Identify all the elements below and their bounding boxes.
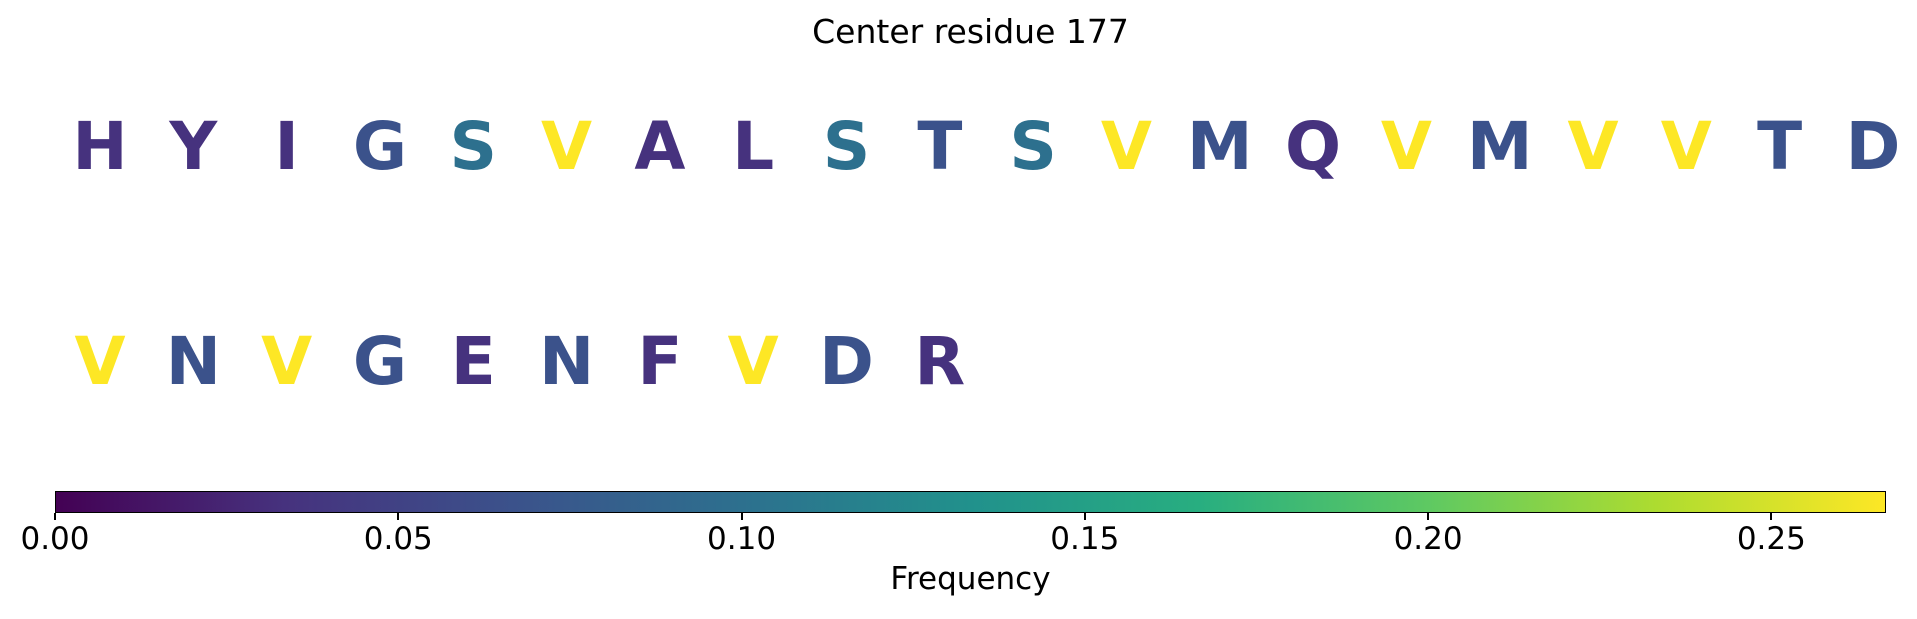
colorbar-tick-label-0.05: 0.05 <box>363 521 433 557</box>
residue-letter-G-row2-pos4: G <box>352 323 408 400</box>
residue-letter-V-row1-pos12: V <box>1100 108 1152 185</box>
residue-letter-A-row1-pos7: A <box>634 108 686 185</box>
residue-letter-V-row1-pos6: V <box>541 108 593 185</box>
residue-letter-V-row1-pos17: V <box>1567 108 1619 185</box>
colorbar-tick-0.00 <box>54 513 56 520</box>
chart-title: Center residue 177 <box>812 12 1129 51</box>
residue-letter-H-row1-pos1: H <box>72 108 128 185</box>
residue-letter-T-row1-pos10: T <box>917 108 963 185</box>
residue-letter-V-row1-pos15: V <box>1380 108 1432 185</box>
colorbar-tick-0.25 <box>1770 513 1773 520</box>
colorbar-tick-label-0.25: 0.25 <box>1736 521 1806 557</box>
colorbar-tick-0.05 <box>397 513 400 520</box>
colorbar-tick-0.15 <box>1083 513 1086 520</box>
residue-letter-M-row1-pos13: M <box>1186 108 1253 185</box>
residue-letter-V-row2-pos1: V <box>74 323 126 400</box>
residue-letter-S-row1-pos9: S <box>822 108 871 185</box>
residue-letter-T-row1-pos19: T <box>1757 108 1803 185</box>
residue-letter-V-row1-pos18: V <box>1660 108 1712 185</box>
residue-letter-G-row1-pos4: G <box>352 108 408 185</box>
residue-letter-Q-row1-pos14: Q <box>1285 108 1342 185</box>
residue-letter-E-row2-pos5: E <box>450 323 496 400</box>
colorbar-tick-0.20 <box>1427 513 1430 520</box>
residue-letter-L-row1-pos8: L <box>732 108 775 185</box>
residue-letter-N-row2-pos2: N <box>165 323 221 400</box>
colorbar-tick-label-0.20: 0.20 <box>1393 521 1463 557</box>
colorbar-tick-label-0.15: 0.15 <box>1050 521 1120 557</box>
residue-letter-V-row2-pos3: V <box>261 323 313 400</box>
residue-letter-D-row1-pos20: D <box>1845 108 1901 185</box>
colorbar-gradient <box>55 491 1886 513</box>
colorbar-tick-label-0.00: 0.00 <box>20 521 90 557</box>
residue-letter-Y-row1-pos2: Y <box>169 108 218 185</box>
residue-letter-S-row1-pos11: S <box>1009 108 1057 185</box>
residue-letter-R-row2-pos10: R <box>914 323 966 400</box>
colorbar-axis-label: Frequency <box>890 561 1051 597</box>
residue-letter-S-row1-pos5: S <box>449 108 498 185</box>
residue-letter-F-row2-pos7: F <box>637 323 683 400</box>
residue-letter-M-row1-pos16: M <box>1466 108 1533 185</box>
residue-letter-D-row2-pos9: D <box>819 323 874 400</box>
colorbar-tick-label-0.10: 0.10 <box>707 521 777 557</box>
residue-letter-N-row2-pos6: N <box>538 323 595 400</box>
residue-letter-I-row1-pos3: I <box>274 108 299 185</box>
residue-letter-V-row2-pos8: V <box>727 323 779 400</box>
colorbar-tick-0.10 <box>740 513 743 520</box>
